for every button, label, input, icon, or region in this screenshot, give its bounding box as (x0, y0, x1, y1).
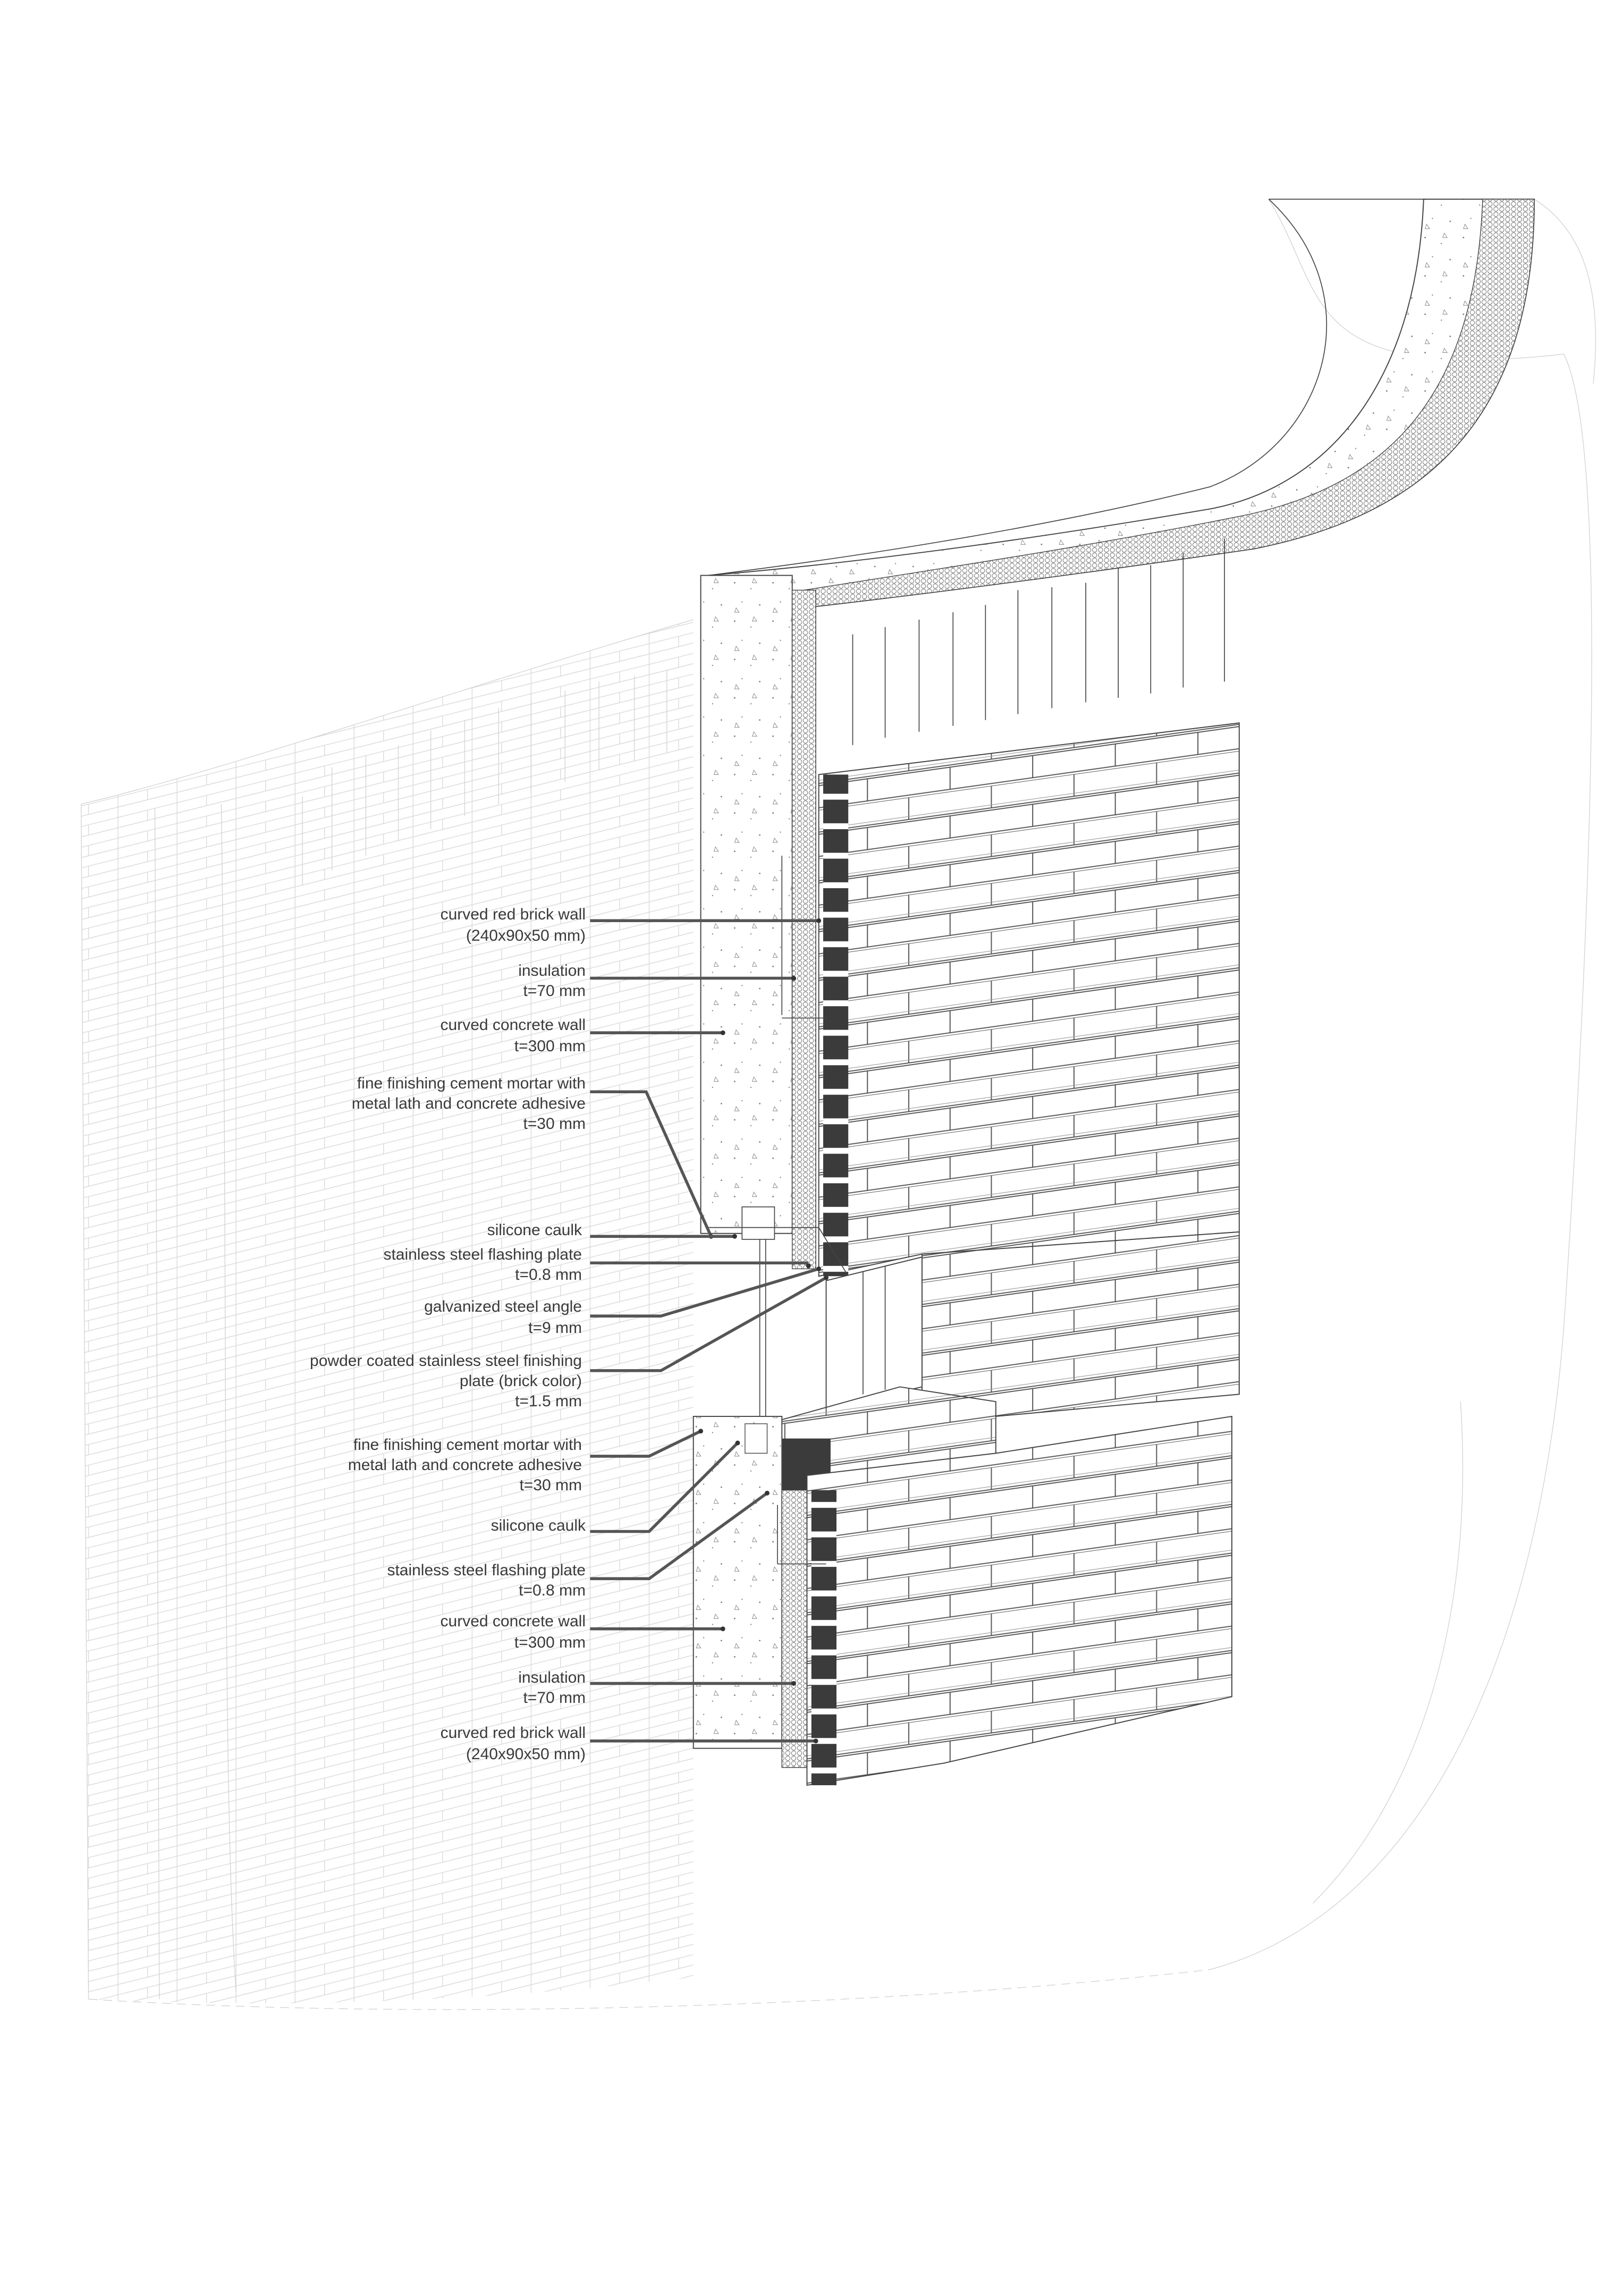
upper-flashing-detail (708, 1206, 849, 1431)
upper-insulation (792, 589, 816, 1270)
middle-brick-wall (922, 1231, 1240, 1417)
lower-brick-wall (777, 1415, 1232, 1786)
label-lower-brick-wall: curved red brick wall(240x90x50 mm) (441, 1724, 586, 1763)
rebars (852, 538, 1225, 745)
annotation-labels: curved red brick wall(240x90x50 mm) insu… (310, 906, 586, 1763)
leader-lines (590, 918, 829, 1744)
upper-brick-wall (781, 722, 1240, 1277)
window-opening (825, 1256, 923, 1410)
ghost-rebars (302, 670, 667, 885)
label-upper-brick-wall: curved red brick wall(240x90x50 mm) (441, 906, 586, 944)
lower-insulation (781, 1490, 808, 1768)
lower-angle (745, 1423, 768, 1454)
upper-concrete-wall (700, 575, 793, 1234)
label-upper-silicone-caulk: silicone caulk (487, 1221, 582, 1239)
label-lower-silicone-caulk: silicone caulk (491, 1517, 586, 1534)
curved-wall-top-band (708, 198, 1535, 609)
lower-concrete-wall (692, 1415, 783, 1749)
